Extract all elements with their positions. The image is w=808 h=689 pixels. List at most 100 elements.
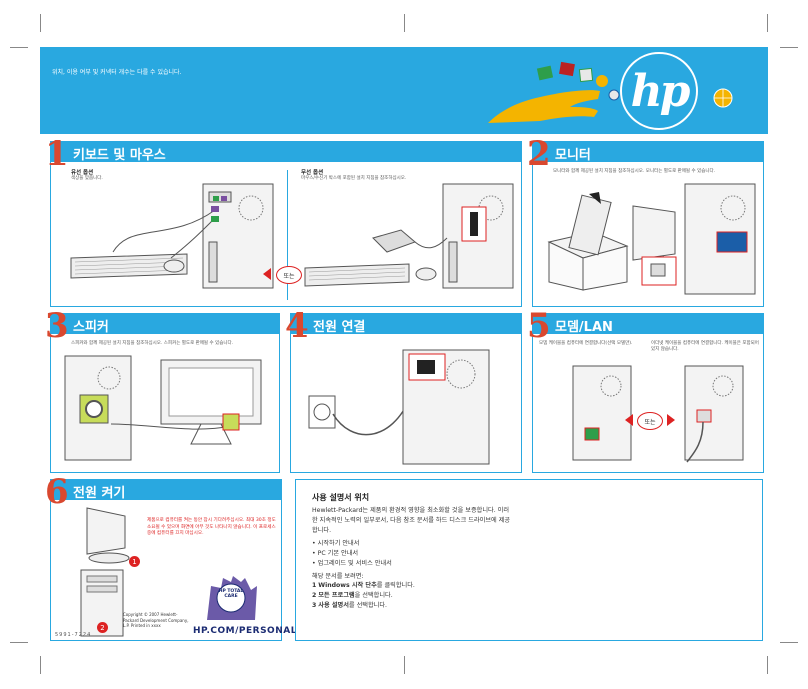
doc-step-bold: Windows 시작 단추 xyxy=(318,582,377,590)
wireless-caption: 마우스/수신기 박스에 포함된 설치 지침을 참조하십시오. xyxy=(301,176,407,181)
doc-intro: Hewlett-Packard는 제품의 환경적 영향을 최소화할 것을 보증합… xyxy=(312,507,511,534)
hp-url: HP.COM/PERSONAL xyxy=(193,626,297,636)
step-number: 4 xyxy=(285,306,309,346)
doc-list-item: PC 기본 안내서 xyxy=(312,549,512,559)
crop-mark xyxy=(404,14,405,32)
speaker-monitor-illustration xyxy=(110,359,262,445)
step-1-badge: 1 xyxy=(129,556,140,567)
crop-mark xyxy=(780,47,798,48)
panel-title: 모뎀/LAN xyxy=(555,320,613,335)
doc-step-bold: 모든 프로그램 xyxy=(318,592,355,600)
step-1-label: 1 xyxy=(132,557,137,566)
crop-mark xyxy=(40,14,41,32)
hp-logo: hp xyxy=(620,52,698,130)
crop-mark xyxy=(40,656,41,674)
crop-mark xyxy=(404,656,405,674)
panel-monitor: 2 모니터 모니터와 함께 제공된 설치 지침을 참조하십시오. 모니터는 별도… xyxy=(527,134,764,307)
panel-keyboard-mouse: 1 키보드 및 마우스 유선 옵션 색상을 맞춥니다. 무선 옵션 마우스/수신… xyxy=(45,134,522,307)
keyboard-illustration xyxy=(70,253,188,279)
doc-step-num: 3 xyxy=(312,602,317,610)
crop-mark xyxy=(767,656,768,674)
step-number: 2 xyxy=(527,134,551,174)
usb-inset xyxy=(461,206,487,242)
tower-pc-illustration xyxy=(202,183,274,289)
power-inset xyxy=(641,256,677,286)
wireless-keyboard-illustration xyxy=(304,263,410,287)
wireless-mouse-illustration xyxy=(415,267,437,281)
monitor-caption: 모니터와 함께 제공된 설치 지침을 참조하십시오. 모니터는 별도로 판매될 … xyxy=(553,169,716,174)
panel-modem-lan: 5 모뎀/LAN 모뎀 케이블을 컴퓨터에 연결합니다(선택 모델만). 이더넷… xyxy=(527,306,764,473)
step-number: 1 xyxy=(45,134,69,174)
documentation-box: 사용 설명서 위치 Hewlett-Packard는 제품의 환경적 영향을 최… xyxy=(295,479,763,641)
or-badge: 또는 xyxy=(276,266,302,284)
doc-title: 사용 설명서 위치 xyxy=(312,493,370,502)
step-number: 3 xyxy=(45,306,69,346)
doc-list-item: 업그레이드 및 서비스 안내서 xyxy=(312,559,512,569)
step-number: 6 xyxy=(45,472,69,512)
crop-mark xyxy=(780,642,798,643)
panel-header xyxy=(533,142,763,162)
or-label: 또는 xyxy=(644,418,656,426)
part-number: 5991-7224 xyxy=(55,632,92,638)
care-logo-text: HP TOTAL CARE xyxy=(218,589,244,599)
panel-speakers: 3 스피커 스피커와 함께 제공된 설치 지침을 참조하십시오. 스피커는 별도… xyxy=(45,306,280,473)
panel-title: 전원 연결 xyxy=(313,320,366,335)
tower-pc-illustration xyxy=(684,183,756,295)
double-arrow-icon xyxy=(625,414,675,426)
power-on-warning: 제품으로 컴퓨터를 켜는 동안 잠시 기다려주십시오. 최대 30초 정도 소요… xyxy=(147,518,276,537)
audio-port-inset xyxy=(79,394,109,424)
panel-header xyxy=(51,314,279,334)
doc-step-bold: 사용 설명서 xyxy=(318,602,349,610)
doc-step-rest: 를 클릭합니다. xyxy=(376,582,415,590)
panel-power-on: 6 전원 켜기 1 2 제품으로 컴퓨터를 켜는 동안 잠시 기다려주십시오. … xyxy=(45,472,296,641)
hp-logo-text: hp xyxy=(630,65,691,117)
crop-mark xyxy=(10,47,28,48)
divider xyxy=(287,170,288,300)
panel-title: 키보드 및 마우스 xyxy=(73,148,166,163)
banner-text: 위치, 이용 여부 및 커넥터 개수는 다를 수 있습니다. xyxy=(52,69,182,76)
mouse-illustration xyxy=(163,259,185,273)
copyright: Copyright © 2007 Hewlett-Packard Develop… xyxy=(123,612,189,629)
receiver-illustration xyxy=(372,229,448,253)
doc-list: 시작하기 안내서 PC 기본 안내서 업그레이드 및 서비스 안내서 xyxy=(312,539,512,569)
or-label: 또는 xyxy=(283,272,295,280)
top-banner: 위치, 이용 여부 및 커넥터 개수는 다를 수 있습니다. hp xyxy=(40,47,768,134)
panel-title: 스피커 xyxy=(73,320,109,335)
setup-poster: 위치, 이용 여부 및 커넥터 개수는 다를 수 있습니다. hp 1 키보드 … xyxy=(40,47,768,643)
doc-find-label: 해당 문서를 보려면: xyxy=(312,572,364,580)
wired-caption: 색상을 맞춥니다. xyxy=(71,176,103,181)
modem-caption: 모뎀 케이블을 컴퓨터에 연결합니다(선택 모델만). xyxy=(539,341,633,346)
crop-mark xyxy=(10,642,28,643)
doc-step-rest: 를 선택합니다. xyxy=(348,602,387,610)
cable-illustration xyxy=(112,206,219,259)
wired-label: 유선 옵션 xyxy=(71,170,94,176)
wireless-label: 무선 옵션 xyxy=(301,170,324,176)
wall-outlet-illustration xyxy=(308,395,336,429)
panel-header xyxy=(533,314,763,334)
tower-pc-illustration xyxy=(684,365,744,463)
globe-icon xyxy=(713,88,733,108)
panel-title: 전원 켜기 xyxy=(73,486,126,501)
doc-step: 3 사용 설명서를 선택합니다. xyxy=(312,601,512,611)
monitor-box-illustration xyxy=(547,192,629,291)
panel-header xyxy=(51,142,521,162)
hp-total-care-logo xyxy=(207,576,257,620)
doc-step-rest: 을 선택합니다. xyxy=(354,592,393,600)
doc-body: Hewlett-Packard는 제품의 환경적 영향을 최소화할 것을 보증합… xyxy=(312,506,512,611)
step-2-badge: 2 xyxy=(97,622,108,633)
step-number: 5 xyxy=(527,306,551,346)
crop-mark xyxy=(767,14,768,32)
panel-header xyxy=(291,314,521,334)
doc-step: 1 Windows 시작 단추를 클릭합니다. xyxy=(312,581,512,591)
panel-header xyxy=(51,480,281,500)
doc-list-item: 시작하기 안내서 xyxy=(312,539,512,549)
tower-pc-illustration xyxy=(402,349,490,465)
hand-illustration xyxy=(488,61,620,123)
tower-pc-illustration xyxy=(64,355,132,461)
panel-title: 모니터 xyxy=(555,148,591,163)
step-2-label: 2 xyxy=(100,623,105,632)
tower-pc-illustration xyxy=(572,365,632,461)
doc-step-num: 1 xyxy=(312,582,317,590)
lan-caption: 이더넷 케이블을 컴퓨터에 연결합니다. 케이블은 포함되어 있지 않습니다. xyxy=(651,341,759,352)
doc-step: 2 모든 프로그램을 선택합니다. xyxy=(312,591,512,601)
